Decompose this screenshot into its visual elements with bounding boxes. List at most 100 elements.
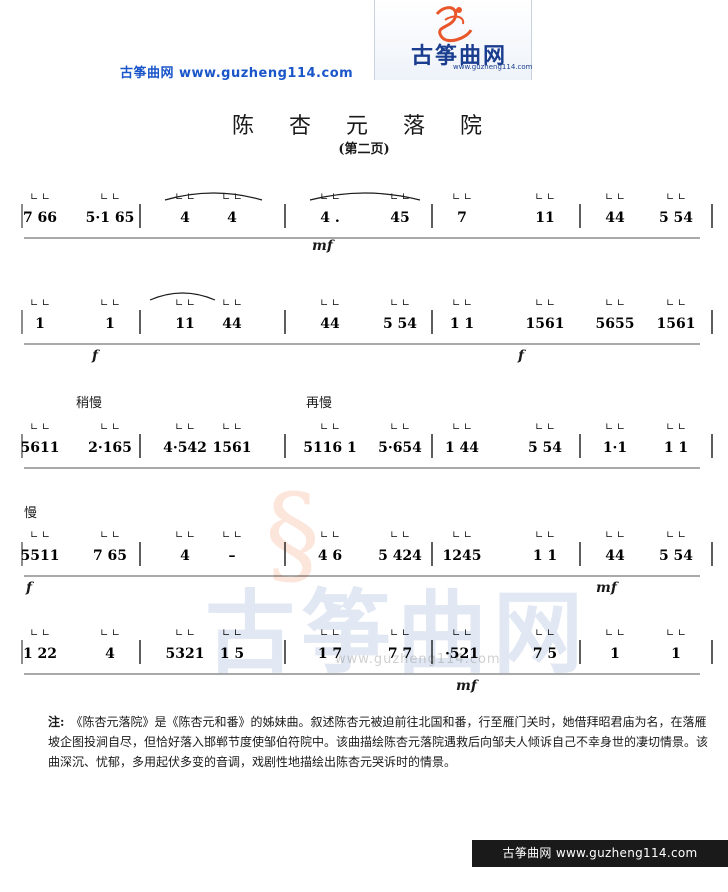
fingering-mark: ∟ ∟ (666, 422, 686, 433)
fingering-mark: ∟ ∟ (175, 192, 195, 203)
dynamic-mark: mf (596, 580, 617, 596)
logo-text: 古筝曲网 (411, 44, 508, 69)
score-note: 4 (105, 646, 115, 662)
slur (309, 192, 421, 201)
score-note: ·521 (445, 646, 479, 662)
score-note: 4 (180, 548, 190, 564)
fingering-mark: ∟ ∟ (666, 192, 686, 203)
fingering-mark: ∟ ∟ (100, 298, 120, 309)
score-note: 1 5 (220, 646, 244, 662)
score-note: 1561 (213, 440, 252, 456)
fingering-mark: ∟ ∟ (535, 422, 555, 433)
fingering-mark: ∟ ∟ (452, 628, 472, 639)
score-note: 7 65 (93, 548, 127, 564)
score-note: 1 44 (445, 440, 479, 456)
fingering-mark: ∟ ∟ (535, 298, 555, 309)
score-note: 1 (105, 316, 115, 332)
score-note: 5 54 (528, 440, 562, 456)
dynamic-mark: mf (312, 238, 333, 254)
fingering-mark: ∟ ∟ (30, 422, 50, 433)
score-note: 1 1 (533, 548, 557, 564)
score-title: 陈 杏 元 落 院 (232, 114, 496, 139)
fingering-mark: ∟ ∟ (30, 298, 50, 309)
tempo-mark: 稍慢 (76, 396, 103, 411)
score-note: 5116 1 (303, 440, 357, 456)
fingering-mark: ∟ ∟ (30, 628, 50, 639)
score-note: 1 (35, 316, 45, 332)
fingering-mark: ∟ ∟ (320, 422, 340, 433)
score-note: 7 7 (388, 646, 412, 662)
score-note: 4 6 (318, 548, 342, 564)
score-note: 4 (180, 210, 190, 226)
fingering-mark: ∟ ∟ (605, 192, 625, 203)
score-note: 5·654 (378, 440, 422, 456)
fingering-mark: ∟ ∟ (222, 422, 242, 433)
fingering-mark: ∟ ∟ (605, 422, 625, 433)
site-logo: 古筝曲网 www.guzheng114.com (374, 0, 532, 80)
watermark-swirl-icon: § (265, 470, 320, 598)
footnote: 注:《陈杏元落院》是《陈杏元和番》的姊妹曲。叙述陈杏元被迫前往北国和番，行至雁门… (48, 712, 716, 772)
fingering-mark: ∟ ∟ (30, 530, 50, 541)
score-note: 1561 (526, 316, 565, 332)
score-subtitle: (第二页) (338, 142, 390, 157)
score-note: 1 1 (664, 440, 688, 456)
fingering-mark: ∟ ∟ (390, 628, 410, 639)
watermark-url: www.guzheng114.com (335, 652, 501, 667)
dynamic-mark: f (92, 348, 99, 364)
slur (149, 292, 216, 301)
footnote-text: 《陈杏元落院》是《陈杏元和番》的姊妹曲。叙述陈杏元被迫前往北国和番，行至雁门关时… (48, 715, 709, 769)
score-note: 5 54 (659, 548, 693, 564)
score-note: 1·1 (603, 440, 627, 456)
score-note: 7 5 (533, 646, 557, 662)
score-note: 4·542 (163, 440, 207, 456)
fingering-mark: ∟ ∟ (100, 530, 120, 541)
tempo-mark: 慢 (24, 506, 38, 521)
score-note: 5 54 (383, 316, 417, 332)
fingering-mark: ∟ ∟ (535, 628, 555, 639)
score-note: 1 22 (23, 646, 57, 662)
music-score: 7 66∟ ∟5·1 65∟ ∟4∟ ∟4∟ ∟4 .∟ ∟45∟ ∟7∟ ∟1… (21, 192, 713, 675)
dynamic-mark: mf (456, 678, 477, 694)
fingering-mark: ∟ ∟ (222, 192, 242, 203)
score-note: 1 1 (450, 316, 474, 332)
score-note: 11 (535, 210, 554, 226)
fingering-mark: ∟ ∟ (222, 530, 242, 541)
score-note: 1 (610, 646, 620, 662)
score-note: 1 7 (318, 646, 342, 662)
score-note: 5·1 65 (86, 210, 135, 226)
fingering-mark: ∟ ∟ (175, 422, 195, 433)
fingering-mark: ∟ ∟ (452, 192, 472, 203)
fingering-mark: ∟ ∟ (666, 298, 686, 309)
site-header-text: 古筝曲网 www.guzheng114.com (120, 66, 354, 81)
fingering-mark: ∟ ∟ (666, 628, 686, 639)
score-note: 5611 (21, 440, 60, 456)
fingering-mark: ∟ ∟ (452, 530, 472, 541)
fingering-mark: ∟ ∟ (320, 192, 340, 203)
fingering-mark: ∟ ∟ (605, 530, 625, 541)
fingering-mark: ∟ ∟ (320, 628, 340, 639)
fingering-mark: ∟ ∟ (175, 298, 195, 309)
fingering-mark: ∟ ∟ (390, 530, 410, 541)
fingering-mark: ∟ ∟ (666, 530, 686, 541)
footnote-label: 注: (48, 715, 65, 729)
fingering-mark: ∟ ∟ (390, 192, 410, 203)
score-note: 44 (320, 316, 340, 332)
score-note: – (229, 548, 236, 564)
fingering-mark: ∟ ∟ (390, 422, 410, 433)
score-note: 4 . (320, 210, 340, 226)
score-note: 11 (175, 316, 194, 332)
score-note: 1 (671, 646, 681, 662)
score-note: 5511 (21, 548, 60, 564)
fingering-mark: ∟ ∟ (452, 422, 472, 433)
score-note: 2·165 (88, 440, 132, 456)
score-note: 7 66 (23, 210, 57, 226)
score-note: 44 (222, 316, 242, 332)
score-note: 1245 (443, 548, 482, 564)
score-note: 5 424 (378, 548, 422, 564)
score-note: 4 (227, 210, 237, 226)
fingering-mark: ∟ ∟ (605, 298, 625, 309)
fingering-mark: ∟ ∟ (535, 192, 555, 203)
fingering-mark: ∟ ∟ (100, 628, 120, 639)
score-note: 7 (457, 210, 467, 226)
fingering-mark: ∟ ∟ (175, 628, 195, 639)
